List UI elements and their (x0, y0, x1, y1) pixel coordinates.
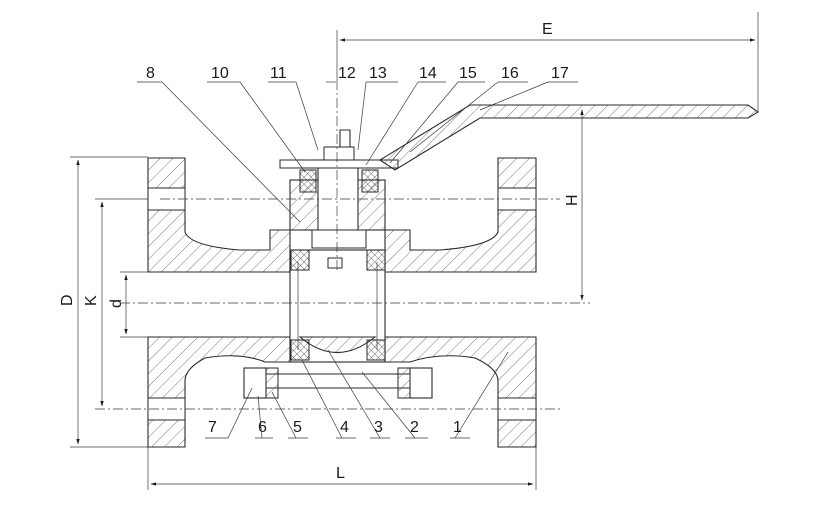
part-label-6: 6 (258, 419, 267, 436)
seat-lower-right (366, 339, 386, 361)
part-label-13: 13 (369, 65, 387, 82)
part-label-2: 2 (410, 419, 419, 436)
dim-H-label: H (564, 194, 581, 206)
stem-base (311, 229, 367, 249)
seat-lower-left (290, 339, 310, 361)
top-leaders (137, 81, 578, 223)
dim-D-label: D (59, 294, 76, 306)
part-label-5: 5 (293, 419, 302, 436)
dim-E-label: E (542, 21, 553, 38)
part-label-11: 11 (270, 65, 287, 82)
stem-nut (339, 129, 351, 147)
part-label-14: 14 (419, 65, 437, 82)
bottom-leaders (205, 349, 509, 439)
gland (279, 159, 399, 169)
part-label-12: 12 (338, 65, 356, 82)
part-label-4: 4 (340, 419, 349, 436)
seat-upper-left (290, 249, 310, 271)
bolt-left-head (243, 367, 267, 399)
dim-K-label: K (83, 295, 100, 306)
dim-L-label: L (336, 465, 345, 482)
part-label-16: 16 (501, 65, 519, 82)
part-label-7: 7 (208, 419, 217, 436)
body-upper-left (147, 157, 291, 273)
dim-d-label: d (108, 299, 125, 308)
part-label-15: 15 (459, 65, 477, 82)
bolt-right-head (409, 367, 433, 399)
bolt-right-washer (397, 367, 411, 399)
body-upper-right (384, 157, 537, 273)
bolt-left-washer (265, 367, 279, 399)
part-label-17: 17 (551, 65, 569, 82)
packing-right (361, 169, 379, 193)
part-label-3: 3 (374, 419, 383, 436)
stem-plug (327, 257, 343, 269)
part-label-10: 10 (211, 65, 229, 82)
part-label-1: 1 (453, 419, 462, 436)
part-label-8: 8 (146, 65, 155, 82)
ball-arc (298, 336, 377, 354)
packing (299, 169, 317, 193)
seat-upper-right (366, 249, 386, 271)
bolt-rod (265, 373, 411, 389)
handle (378, 104, 760, 171)
